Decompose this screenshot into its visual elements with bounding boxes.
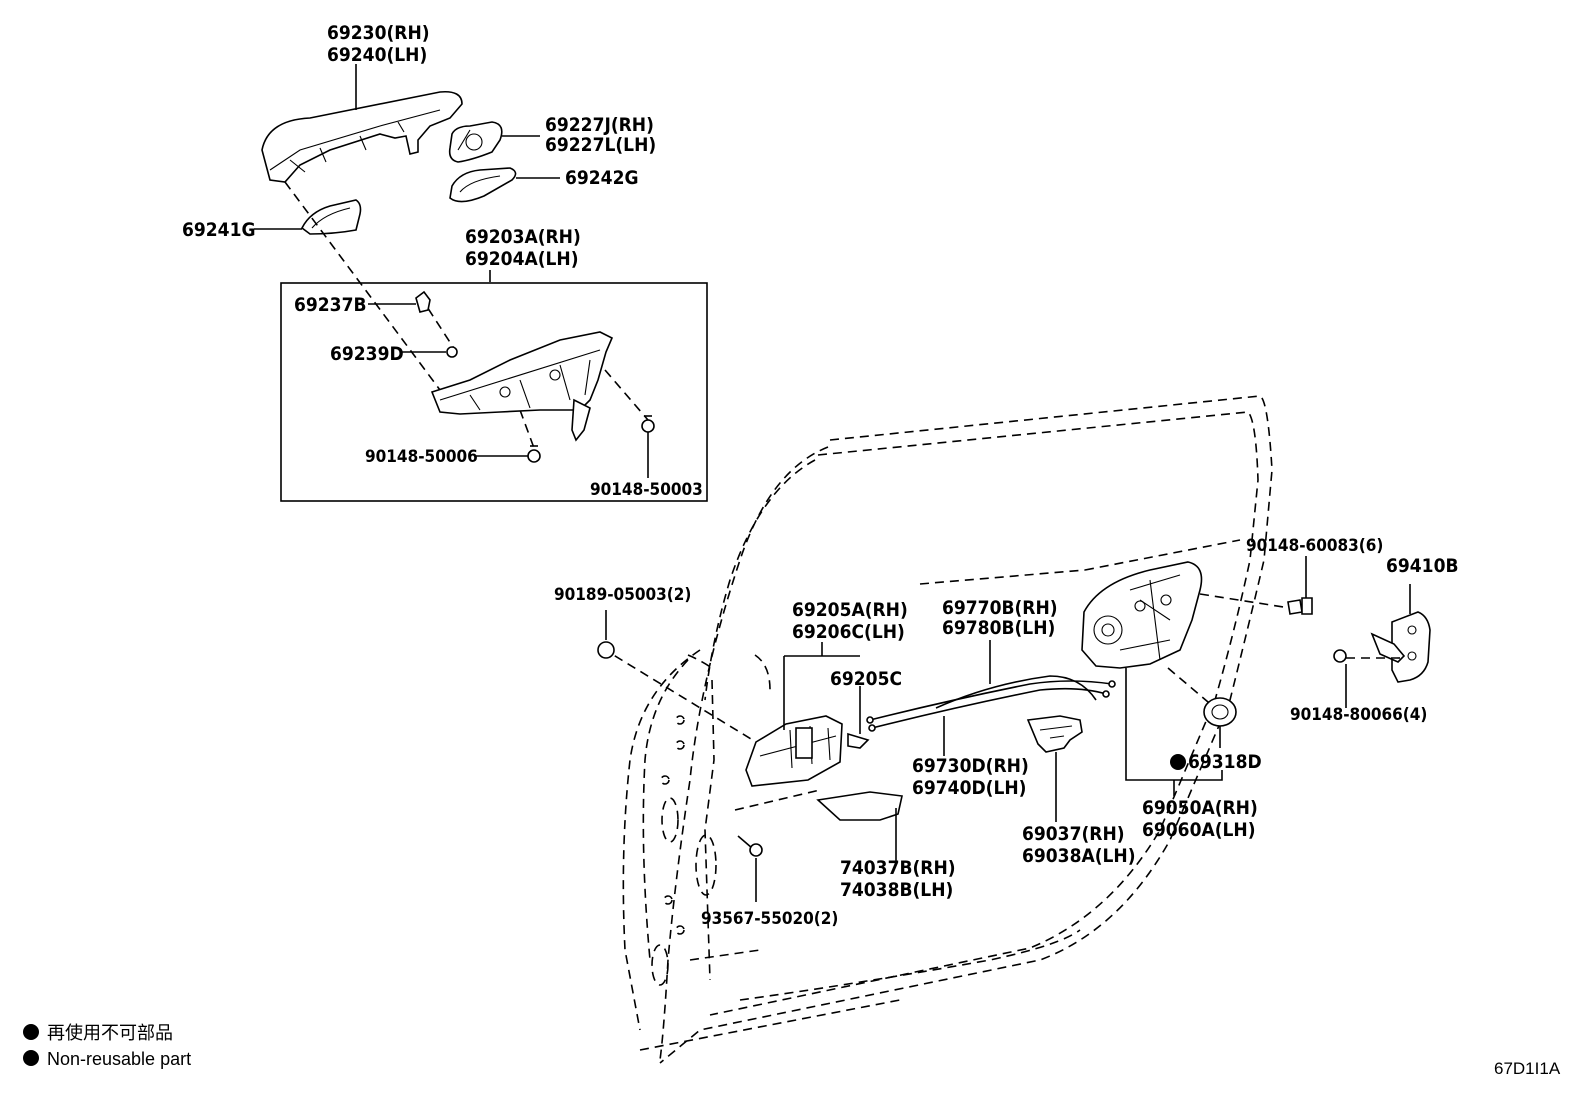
label-69050a: 69050A(RH) (1142, 797, 1258, 819)
label-69242g: 69242G (565, 167, 639, 189)
legend-bullet-1 (23, 1024, 39, 1040)
label-90148-50006: 90148-50006 (365, 447, 478, 467)
legend-bullet-2 (23, 1050, 39, 1066)
label-69241g: 69241G (182, 219, 256, 241)
label-69730d: 69730D(RH) (912, 755, 1029, 777)
screw-93567-part (737, 835, 763, 902)
gasket-69241g-part (300, 199, 362, 235)
label-69318d: 69318D (1188, 751, 1262, 773)
frame-assembly-box (280, 282, 708, 502)
label-90148-50003: 90148-50003 (590, 480, 703, 500)
label-69770b: 69770B(RH) (942, 597, 1058, 619)
connector-frame-to-bolt2 (604, 369, 649, 421)
connector-handle-to-frame (284, 181, 441, 391)
gasket-69318d-part (1167, 667, 1237, 748)
connector-cap (419, 295, 456, 351)
legend: 再使用不可部品 Non-reusable part (23, 1023, 191, 1069)
label-69237b: 69237B (294, 294, 367, 316)
label-90148-80066: 90148-80066(4) (1290, 705, 1427, 725)
handle-cap-part (448, 121, 503, 163)
legend-text-japanese: 再使用不可部品 (47, 1023, 173, 1043)
label-69780b: 69780B(LH) (942, 617, 1055, 639)
label-69239d: 69239D (330, 343, 404, 365)
connector-frame-to-bolt (519, 409, 535, 449)
bolt-90148-80066-part (1333, 649, 1400, 708)
label-93567: 93567-55020(2) (701, 909, 838, 929)
lock-link-69037-part (1026, 715, 1083, 822)
legend-text-english: Non-reusable part (47, 1049, 191, 1069)
label-69205a: 69205A(RH) (792, 599, 908, 621)
control-cables-part (866, 640, 1116, 756)
label-74038b: 74038B(LH) (840, 879, 953, 901)
figure-code: 67D1I1A (1494, 1059, 1561, 1078)
label-69240: 69240(LH) (327, 44, 427, 66)
label-69227l: 69227L(LH) (545, 134, 656, 156)
label-69740d: 69740D(LH) (912, 777, 1026, 799)
label-90189: 90189-05003(2) (554, 585, 691, 605)
clip-69237b-part (415, 290, 431, 313)
gasket-69242g-part (449, 167, 517, 203)
label-69230: 69230(RH) (327, 22, 430, 44)
label-69410b: 69410B (1386, 555, 1459, 577)
handle-frame-part (430, 331, 614, 442)
outside-handle-part (261, 90, 463, 183)
bolt-90148-50006-part (527, 445, 541, 463)
label-69037: 69037(RH) (1022, 823, 1125, 845)
label-69060a: 69060A(LH) (1142, 819, 1256, 841)
pad-74037b-part (816, 791, 903, 862)
upper-leaders (254, 64, 649, 478)
label-69203a: 69203A(RH) (465, 226, 581, 248)
rear-door-outline (622, 395, 1273, 1064)
door-lock-assembly-part (1081, 561, 1223, 796)
label-90148-60083: 90148-60083(6) (1246, 536, 1383, 556)
inside-handle-leaders (601, 642, 861, 811)
nut-69239d-part (446, 346, 458, 358)
clip-90189-part (597, 610, 615, 659)
striker-69410b-part (1370, 584, 1431, 683)
label-69206c: 69206C(LH) (792, 621, 905, 643)
label-69204a: 69204A(LH) (465, 248, 579, 270)
cover-69205c-part (847, 732, 870, 749)
label-69038a: 69038A(LH) (1022, 845, 1136, 867)
label-69205c: 69205C (830, 668, 902, 690)
label-69227j: 69227J(RH) (545, 114, 654, 136)
non-reusable-marker (1170, 754, 1186, 770)
label-74037b: 74037B(RH) (840, 857, 956, 879)
bolt-90148-50003-part (641, 415, 655, 433)
inside-handle-part (745, 715, 843, 787)
bolt-90148-60083-part (1199, 556, 1313, 615)
